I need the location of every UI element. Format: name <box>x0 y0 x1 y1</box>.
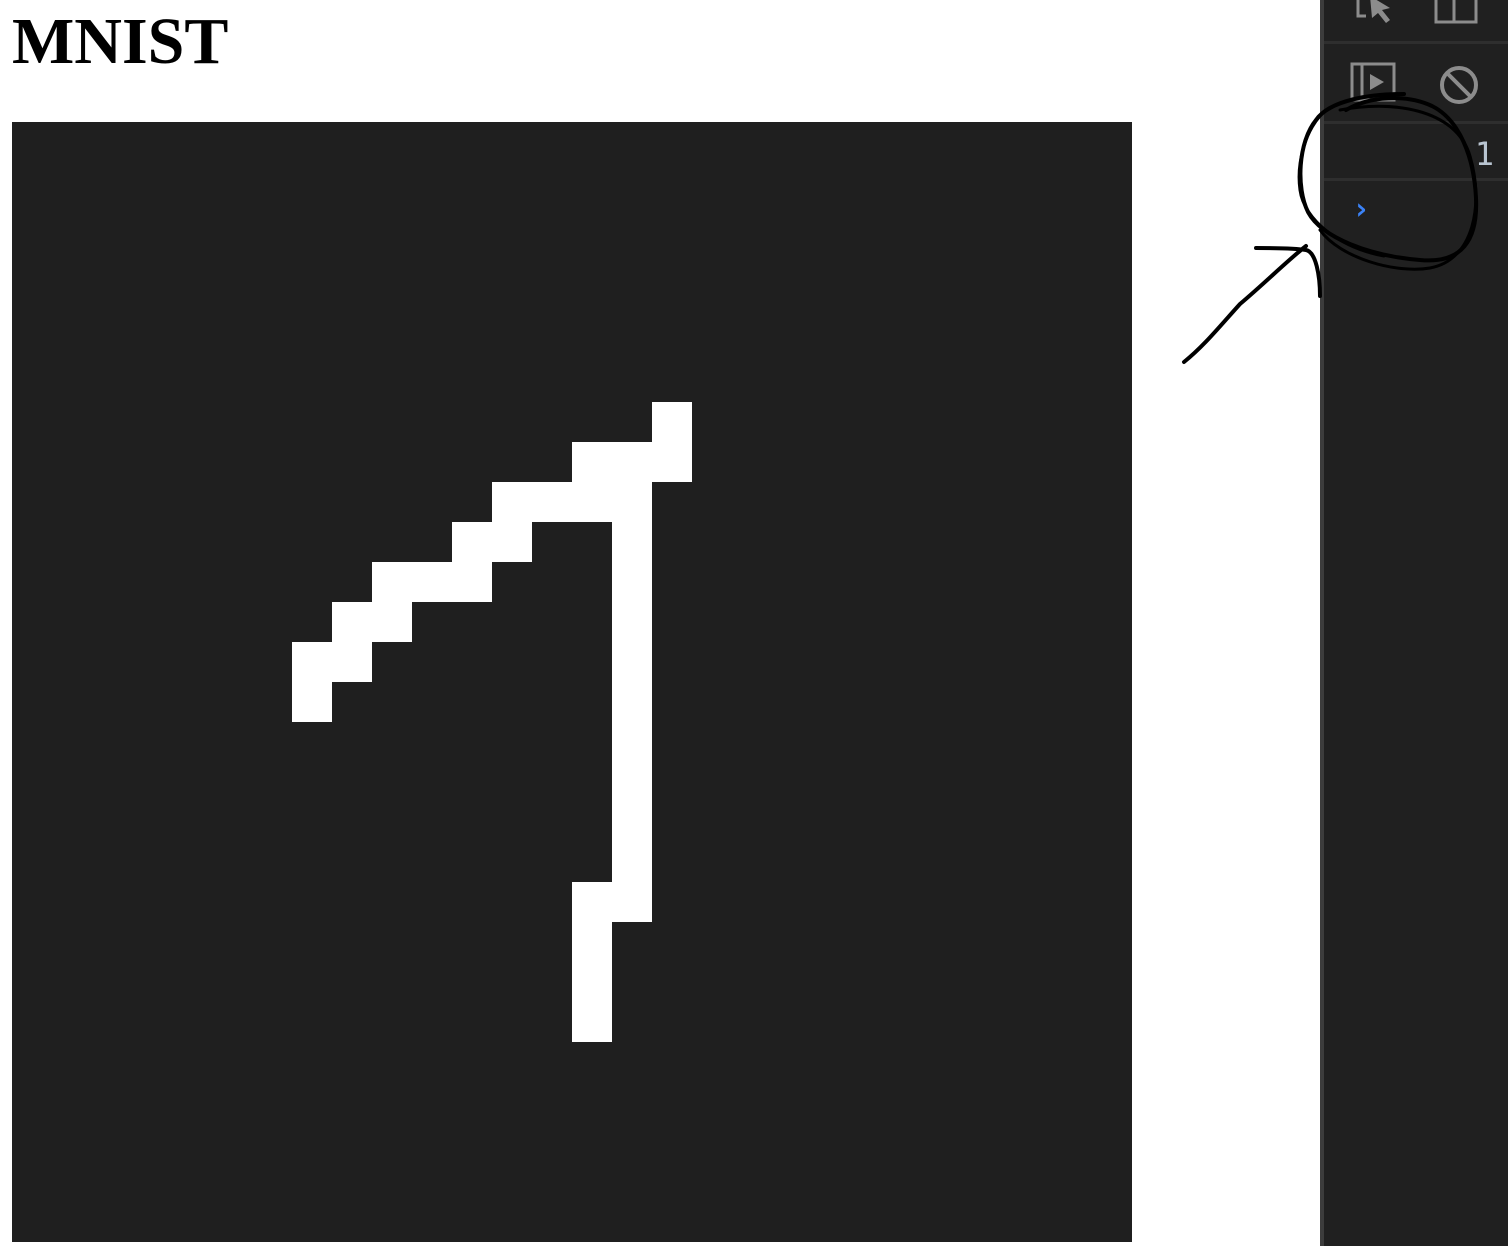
digit-pixel <box>532 482 572 522</box>
cursor-select-icon[interactable] <box>1352 0 1396 26</box>
digit-pixel <box>612 562 652 602</box>
panel-layout-icon[interactable] <box>1434 0 1480 26</box>
digit-pixel <box>612 602 652 642</box>
devtools-toolbar-console <box>1324 44 1508 124</box>
digit-pixel <box>292 642 332 682</box>
digit-pixel <box>332 642 372 682</box>
digit-drawing-canvas[interactable] <box>12 122 1132 1242</box>
digit-pixel <box>452 522 492 562</box>
devtools-toolbar-top <box>1324 0 1508 44</box>
play-panel-icon[interactable] <box>1350 62 1398 104</box>
digit-pixel <box>412 562 452 602</box>
digit-pixel <box>572 882 612 922</box>
console-output-value: 1 <box>1474 135 1494 173</box>
digit-pixel <box>492 482 532 522</box>
digit-pixel <box>612 722 652 762</box>
console-prompt-icon[interactable]: › <box>1352 192 1371 227</box>
digit-pixel <box>372 602 412 642</box>
devtools-panel: 1 › <box>1320 0 1508 1246</box>
digit-pixel <box>652 442 692 482</box>
page-title: MNIST <box>12 5 229 78</box>
digit-pixel <box>652 402 692 442</box>
digit-pixel <box>612 482 652 522</box>
digit-pixel <box>612 642 652 682</box>
digit-pixel <box>292 682 332 722</box>
digit-pixel <box>612 682 652 722</box>
digit-pixel <box>612 842 652 882</box>
digit-pixel <box>612 522 652 562</box>
digit-pixel <box>572 922 612 962</box>
digit-pixel <box>452 562 492 602</box>
digit-pixel <box>572 482 612 522</box>
digit-pixel <box>612 802 652 842</box>
digit-pixel <box>572 1002 612 1042</box>
digit-pixel <box>572 442 612 482</box>
digit-pixel <box>612 442 652 482</box>
no-entry-icon[interactable] <box>1438 64 1480 106</box>
digit-pixel <box>612 882 652 922</box>
digit-pixel <box>332 602 372 642</box>
digit-pixel <box>372 562 412 602</box>
digit-pixel <box>492 522 532 562</box>
digit-pixel <box>572 962 612 1002</box>
digit-pixel <box>612 762 652 802</box>
